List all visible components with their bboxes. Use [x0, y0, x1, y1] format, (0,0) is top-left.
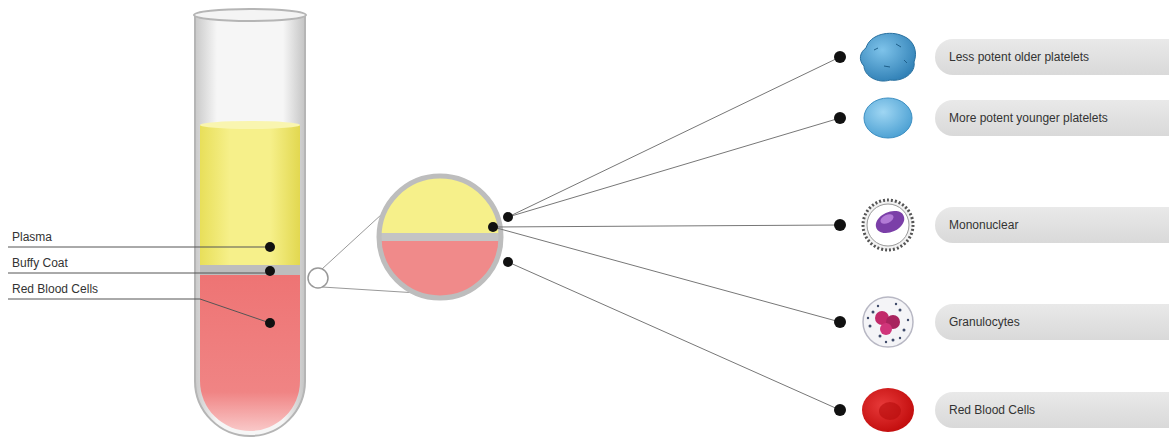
layer-label: Red Blood Cells [10, 282, 100, 296]
label-text: Mononuclear [949, 218, 1018, 232]
label-text: Red Blood Cells [949, 403, 1035, 417]
label-text: More potent younger platelets [949, 111, 1108, 125]
platelet-label: More potent younger platelets [935, 100, 1169, 136]
label-text: Less potent older platelets [949, 50, 1089, 64]
cell-label: Mononuclear [935, 207, 1169, 243]
layer-label: Plasma [10, 230, 54, 244]
platelet-label: Less potent older platelets [935, 39, 1169, 75]
layer-label: Buffy Coat [10, 256, 70, 270]
cell-label: Granulocytes [935, 304, 1169, 340]
label-text: Granulocytes [949, 315, 1020, 329]
cell-label: Red Blood Cells [935, 392, 1169, 428]
